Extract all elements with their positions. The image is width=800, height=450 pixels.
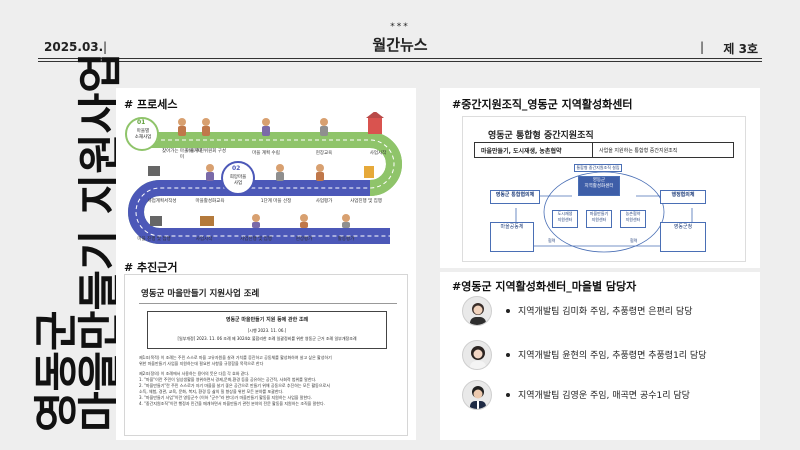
org-chart-title: 영동군 통합형 중간지원조직 xyxy=(488,131,594,141)
step1-label: 마을별 소재사업 xyxy=(134,129,152,140)
doc-line: 2. "마을만들기"란 주민 스스로가 자기 마을을 살기 좋은 공간으로 만들… xyxy=(139,383,330,388)
staff-row: 지역개발팀 김미화 주임, 추풍령면 은편리 담당 xyxy=(462,296,762,326)
process-label-top-4: 현장교육 xyxy=(315,151,333,156)
staff-row: 지역개발팀 김영운 주임, 매곡면 공수1리 담당 xyxy=(462,380,762,410)
process-label-mid-5: 사업진행 및 집행 xyxy=(350,199,382,204)
doc-line: 위한 마을만들기 사업을 지원하는데 필요한 사항을 규정함을 목적으로 한다 xyxy=(139,361,264,366)
people-icons-mid xyxy=(148,164,374,181)
org-tab-left: 마을만들기, 도시재생, 농촌협약 xyxy=(481,148,562,155)
process-label-mid-2: 마을활성화교육 xyxy=(195,199,225,204)
process-label-top-2: 마을 추진위원회 구성 xyxy=(185,149,227,154)
doc-title: 영동군 마을만들기 지원사업 조례 xyxy=(141,289,260,299)
doc-line: 소득, 체험, 경관, 교육, 문화, 복지, 환경 등 삶의 질 향상을 위한… xyxy=(139,389,284,394)
doc-line: 제2조(정의) 이 조례에서 사용하는 용어의 뜻은 다음 각 호와 같다. xyxy=(139,371,250,376)
org-top-small: 통합형 중간지원조직 설립 xyxy=(574,164,622,172)
process-label-top-5: 사업시작 xyxy=(369,151,387,156)
process-label-mid-1: 사업계획서작성 xyxy=(147,199,177,204)
bullet-icon xyxy=(506,353,510,357)
doc-line: 1. "마을"이란 주민이 일상생활을 영위하면서 경제,문화,환경 등을 공유… xyxy=(139,377,317,382)
doc-box-revision: [일부개정] 2023. 11. 06 조례 제 3024호 불합리한 조례 일… xyxy=(177,336,357,341)
process-label-bottom-2: 사업시작 xyxy=(195,237,213,242)
step2-label: 희망마을 사업 xyxy=(229,175,247,186)
org-left-bottom: 마을공동체 xyxy=(490,222,534,252)
header-rule xyxy=(38,58,762,59)
header-issue: 제 3호 xyxy=(723,42,758,56)
header-date: 2025.03. xyxy=(44,40,104,54)
org-center-box: 영동군 지역활성화센터 xyxy=(578,176,620,196)
header-divider-left: | xyxy=(103,40,108,54)
org-tab-separator xyxy=(592,143,593,157)
people-icons-bottom xyxy=(150,214,350,228)
side-title: 영동군 마을만들기 지원사업 xyxy=(0,52,126,440)
ordinance-document: 영동군 마을만들기 지원사업 조례 영동군 마을만들기 지원 등에 관한 조례 … xyxy=(124,274,408,436)
process-label-mid-4: 사업평가 xyxy=(315,199,333,204)
process-label-bottom-3: 사업진행 및 집행 xyxy=(240,237,272,242)
doc-line: 제1조(목적) 이 조례는 주민 스스로 마을 고유자원을 살려 가치를 증진하… xyxy=(139,355,332,360)
road-blue xyxy=(128,180,390,244)
step2-number: 02 xyxy=(232,165,241,172)
process-label-bottom-1: 마을 진행 및 집행 xyxy=(137,237,171,242)
org-chart-tab: 마을만들기, 도시재생, 농촌협약 사업을 지원하는 통합형 중간지원조직 xyxy=(474,142,734,158)
bullet-icon xyxy=(506,309,510,313)
process-diagram xyxy=(125,112,402,244)
process-label-bottom-5: 활동평가 xyxy=(337,237,355,242)
org-arrow-left: 협력 xyxy=(548,238,556,243)
process-label-top-3: 마을 계획 수립 xyxy=(252,151,280,156)
process-label-mid-3: 1단계 마을 선정 xyxy=(260,199,292,204)
org-right-top: 행정협의체 xyxy=(660,190,706,204)
header-stars: *** xyxy=(390,22,410,32)
avatar xyxy=(462,340,492,370)
avatar xyxy=(462,296,492,326)
header-rule-2 xyxy=(38,61,762,62)
doc-line: 3. "마을만들기 사업"이란 영동군수 (이하 "군수"라 한다)가 마을만들… xyxy=(139,395,313,400)
org-right-bottom: 영동군청 xyxy=(660,222,706,252)
org-arrow-right: 협력 xyxy=(630,238,638,243)
staff-row: 지역개발팀 윤현의 주임, 추풍령면 추풍령1리 담당 xyxy=(462,340,762,370)
avatar xyxy=(462,380,492,410)
step1-circle xyxy=(125,117,159,151)
bullet-icon xyxy=(506,393,510,397)
road-center-line xyxy=(135,139,395,237)
process-label-bottom-4: 현장평가 xyxy=(295,237,313,242)
doc-line: 4. "중간지원조직"이란 행정과 민간을 매개하면서 마을만들기 관련 분야의… xyxy=(139,401,325,406)
staff-description: 지역개발팀 김영운 주임, 매곡면 공수1리 담당 xyxy=(518,391,690,401)
section-process-heading: # 프로세스 xyxy=(124,98,178,111)
staff-card xyxy=(440,272,760,440)
org-left-top: 영동군 통합협의체 xyxy=(490,190,540,204)
header-title: 월간뉴스 xyxy=(372,36,428,54)
step2-circle xyxy=(221,161,255,195)
doc-title-rule xyxy=(139,303,397,304)
org-tab-right: 사업을 지원하는 통합형 중간지원조직 xyxy=(599,148,678,154)
org-mid-2: 마을만들기 지원센터 xyxy=(586,210,612,228)
header-divider-right: | xyxy=(700,40,705,54)
section-staff-heading: #영동군 지역활성화센터_마을별 담당자 xyxy=(452,280,637,293)
section-org-heading: #중간지원조직_영동군 지역활성화센터 xyxy=(452,98,633,111)
staff-description: 지역개발팀 김미화 주임, 추풍령면 은편리 담당 xyxy=(518,307,693,317)
process-label-top-1: 찾아가는 마을 아카데미 xyxy=(161,149,203,160)
people-icons-top xyxy=(178,112,384,136)
step1-number: 01 xyxy=(137,119,146,126)
staff-description: 지역개발팀 윤현의 주임, 추풍령면 추풍령1리 담당 xyxy=(518,351,707,361)
org-mid-3: 농촌협약 지원센터 xyxy=(620,210,646,228)
org-chart-lines xyxy=(515,171,693,253)
doc-box-title: 영동군 마을만들기 지원 등에 관한 조례 xyxy=(225,317,309,323)
org-mid-1: 도시재생 지원센터 xyxy=(552,210,578,228)
section-basis-heading: # 추진근거 xyxy=(124,261,178,274)
doc-header-box: 영동군 마을만들기 지원 등에 관한 조례 [시행 2023. 11. 06.]… xyxy=(147,311,387,349)
doc-box-date: [시행 2023. 11. 06.] xyxy=(247,328,287,333)
